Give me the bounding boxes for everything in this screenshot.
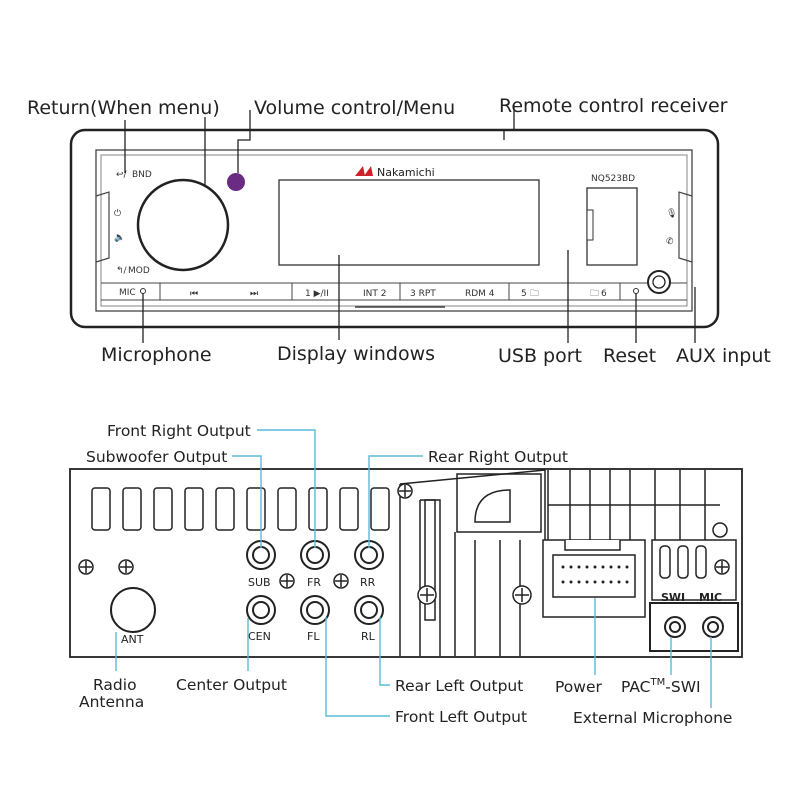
- callout-pac-swi: PACTM-SWI: [621, 677, 701, 696]
- callout-external-mic: External Microphone: [573, 709, 732, 727]
- preset-5-button[interactable]: 5: [521, 289, 527, 299]
- heatsink: [399, 469, 720, 656]
- folder-down-icon: 🗀: [530, 289, 539, 299]
- mic-hole: [140, 288, 146, 294]
- callout-rear-left: Rear Left Output: [395, 677, 523, 695]
- volume-knob[interactable]: [136, 178, 230, 272]
- right-slots: [651, 539, 737, 601]
- callout-volume: Volume control/Menu: [254, 97, 455, 119]
- display-window: [278, 179, 540, 266]
- callout-aux: AUX input: [676, 345, 771, 367]
- rear-callout-lines: [115, 429, 712, 717]
- bnd-button[interactable]: BND: [132, 170, 152, 180]
- preset-4-button[interactable]: RDM 4: [465, 289, 495, 299]
- preset-6-button[interactable]: 6: [601, 289, 607, 299]
- callout-power: Power: [555, 678, 602, 696]
- remote-receiver-dot: [227, 173, 245, 191]
- model-number: NQ523BD: [591, 174, 635, 184]
- jack-fl-label: FL: [307, 630, 320, 643]
- reset-button[interactable]: [633, 288, 639, 294]
- callout-radio-antenna-2: Antenna: [79, 693, 144, 711]
- speaker-icon[interactable]: 🔈: [114, 233, 125, 243]
- preset-3-button[interactable]: 3 RPT: [410, 289, 436, 299]
- jack-cen-label: CEN: [248, 630, 271, 643]
- mic-label: MIC: [119, 288, 136, 298]
- callout-subwoofer: Subwoofer Output: [86, 448, 227, 466]
- usb-flap[interactable]: [586, 187, 638, 266]
- callout-display: Display windows: [277, 343, 435, 365]
- power-icon[interactable]: ⏻: [114, 208, 121, 219]
- jack-ant-label: ANT: [121, 633, 144, 646]
- jack-sub-label: SUB: [248, 576, 271, 589]
- callout-rear-right: Rear Right Output: [428, 448, 568, 466]
- menu-icon: ↰/: [116, 266, 128, 276]
- callout-radio-antenna-1: Radio: [93, 676, 137, 694]
- rear-panel: SWI MIC SUB FR RR CEN FL RL ANT: [69, 468, 743, 658]
- jack-rl-label: RL: [361, 630, 376, 643]
- front-callout-lines: [124, 105, 696, 343]
- screw-icons: [78, 483, 730, 605]
- callout-center: Center Output: [176, 676, 287, 694]
- phone-icon[interactable]: ✆: [666, 237, 674, 247]
- rca-jacks: [246, 540, 384, 625]
- folder-up-icon: 🗀: [590, 289, 599, 299]
- prev-button[interactable]: ⏮: [190, 289, 198, 299]
- front-panel: Nakamichi NQ523BD ↩/ BND ⏻ 🔈 ↰/ MOD 🎙 ✆ …: [69, 128, 720, 329]
- callout-front-right: Front Right Output: [107, 422, 251, 440]
- return-icon: ↩/: [116, 170, 128, 180]
- mic-mute-icon[interactable]: 🎙: [666, 208, 677, 219]
- callout-remote: Remote control receiver: [499, 95, 728, 117]
- swi-jack-label: SWI: [661, 591, 685, 604]
- swi-mic-box: [649, 602, 739, 652]
- callout-front-left: Front Left Output: [395, 708, 527, 726]
- preset-1-button[interactable]: 1 ▶/II: [305, 289, 329, 299]
- preset-2-button[interactable]: INT 2: [363, 289, 386, 299]
- mic-jack-label: MIC: [699, 591, 722, 604]
- callout-usb: USB port: [498, 345, 582, 367]
- brand-logo: Nakamichi: [377, 166, 435, 179]
- jack-fr-label: FR: [307, 576, 321, 589]
- next-button[interactable]: ⏭: [250, 289, 258, 299]
- mod-button[interactable]: MOD: [128, 266, 150, 276]
- power-connector: [542, 539, 646, 618]
- antenna-jack: [110, 587, 156, 633]
- jack-rr-label: RR: [360, 576, 376, 589]
- callout-reset: Reset: [603, 345, 656, 367]
- callout-microphone: Microphone: [101, 344, 212, 366]
- nakamichi-logo-icon: [355, 166, 373, 176]
- power-pins: [561, 565, 629, 584]
- callout-return: Return(When menu): [27, 97, 220, 119]
